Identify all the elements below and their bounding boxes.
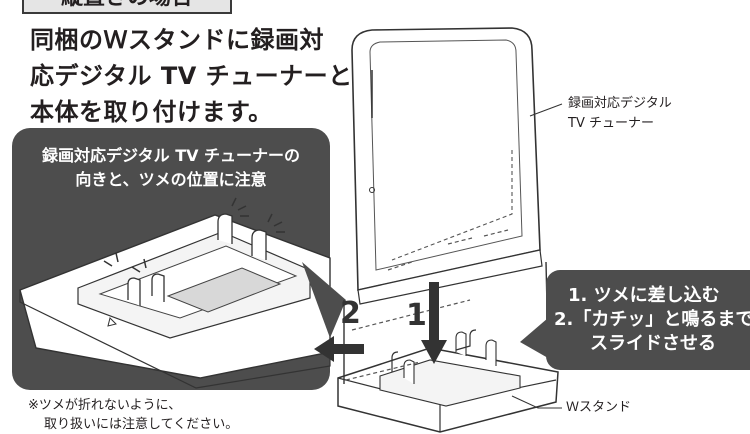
tuner-label-line-2: TV チューナー [568,116,654,131]
stand-leader-line [511,395,562,409]
instruction-heading: 同梱のＷスタンドに録画対 応デジタル TV チューナーと 本体を取り付けます。 [30,22,353,130]
callout-line-2: 2.「カチッ」と鳴るまで [554,309,750,330]
tuner-device-illustration [351,27,543,305]
heading-line-1: 同梱のＷスタンドに録画対 [30,26,324,54]
callout-box: 1. ツメに差し込む 2.「カチッ」と鳴るまで スライドさせる [546,270,750,370]
zoom-pointer [302,262,346,338]
heading-line-2: 応デジタル TV チューナーと [30,62,353,90]
arrow-down-icon [421,282,447,364]
tuner-label: 録画対応デジタル TV チューナー [568,94,672,134]
callout-line-3: スライドさせる [590,333,716,354]
callout-line-1: 1. ツメに差し込む [568,285,720,306]
tuner-label-line-1: 録画対応デジタル [568,96,672,111]
tuner-leader-line [529,103,563,117]
arrow-left-icon [314,336,364,362]
section-tab: 縦置きの場合 [22,0,232,14]
zoom-panel-title: 録画対応デジタル TV チューナーの 向きと、ツメの位置に注意 [12,144,330,192]
zoom-title-line-2: 向きと、ツメの位置に注意 [75,170,267,189]
zoom-title-line-1: 録画対応デジタル TV チューナーの [41,146,301,165]
stand-label: Ｗスタンド [566,400,632,415]
stand-base-illustration [337,331,559,433]
heading-line-3: 本体を取り付けます。 [30,98,273,126]
zoom-stand-illustration [19,197,331,389]
note-line-2: 取り扱いには注意してください。 [44,417,239,432]
step-number-2: 2 [340,296,361,331]
note-line-1: ※ツメが折れないように、 [28,398,182,413]
callout-pointer [520,318,548,358]
caution-note: ※ツメが折れないように、 取り扱いには注意してください。 [28,396,238,434]
step-number-1: 1 [406,298,427,333]
